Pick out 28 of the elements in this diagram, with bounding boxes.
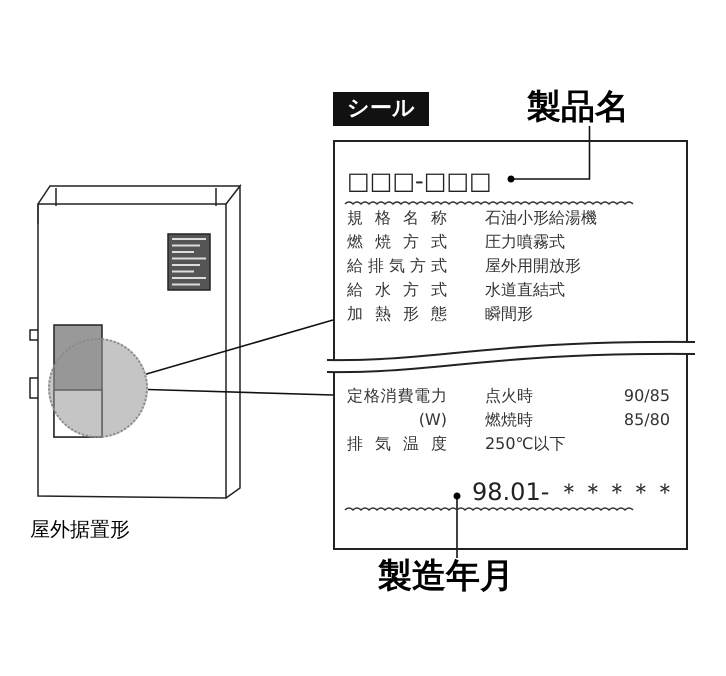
spec-text: 90/85 xyxy=(622,386,670,406)
spec-text: 規格名称 xyxy=(347,208,447,228)
leader-line xyxy=(454,492,460,558)
card-heading: シール xyxy=(333,92,429,126)
spec-text: 250℃以下 xyxy=(485,434,566,454)
spec-text: (W) xyxy=(418,410,447,430)
zoom-line xyxy=(148,388,334,396)
spec-text: 定格消費電力 xyxy=(347,386,447,406)
spec-text: 瞬間形 xyxy=(485,304,533,324)
zoom-line xyxy=(146,319,334,375)
callout-title: 製品名 xyxy=(527,84,652,130)
spec-text: 水道直結式 xyxy=(485,280,565,300)
spec-text: 燃焼時 xyxy=(485,410,533,430)
spec-text: 排気温度 xyxy=(347,434,447,454)
spec-text: 石油小形給湯機 xyxy=(485,208,597,228)
spec-text: 加熱形態 xyxy=(347,304,447,324)
spec-text: 点火時 xyxy=(485,386,533,406)
leader-line xyxy=(508,126,590,182)
product-code-boxes: □□□-□□□ xyxy=(347,166,517,196)
serial-number: 98.01- ＊＊＊＊＊ xyxy=(407,476,677,508)
spec-text: 給排気方式 xyxy=(347,256,447,276)
spec-text: 85/80 xyxy=(622,410,670,430)
spec-text: 屋外用開放形 xyxy=(485,256,581,276)
node-label: 屋外据置形 xyxy=(30,516,130,543)
spec-text: 圧力噴霧式 xyxy=(485,232,565,252)
spec-text: 給水方式 xyxy=(347,280,447,300)
spec-text: 燃焼方式 xyxy=(347,232,447,252)
callout-title: 製造年月 xyxy=(378,552,548,600)
